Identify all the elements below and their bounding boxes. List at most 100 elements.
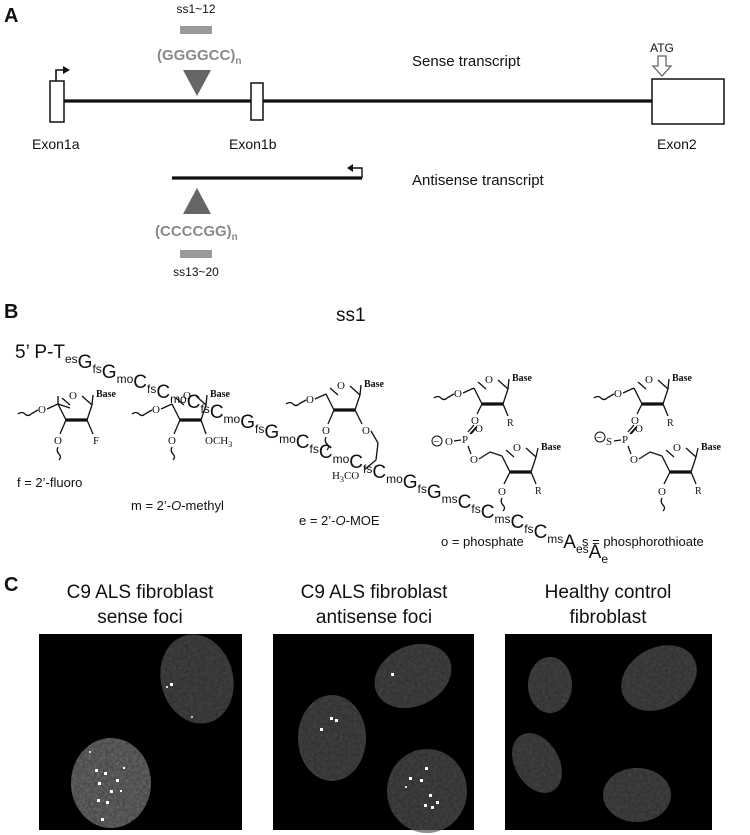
svg-text:O: O — [69, 390, 77, 402]
image-3-title-line2: fibroblast — [569, 607, 647, 628]
rna-focus — [97, 799, 100, 802]
image-2-title-line2: antisense foci — [316, 607, 432, 628]
exon1b-box — [250, 82, 264, 121]
svg-text:O: O — [322, 425, 330, 437]
svg-text:O: O — [454, 388, 462, 400]
svg-text:Base: Base — [701, 442, 722, 453]
rna-focus — [98, 782, 101, 785]
svg-text:−: − — [596, 432, 602, 444]
svg-text:O: O — [152, 404, 160, 416]
image-1-title-line2: sense foci — [97, 607, 183, 628]
panel-a: A ss1~12 (GGGGCC)n Sense transcript ATG … — [4, 2, 725, 279]
sense-repeat-label: (GGGGCC)n — [157, 47, 241, 67]
sequence-base: G — [403, 472, 418, 493]
svg-text:Base: Base — [96, 389, 117, 400]
exon2-box — [651, 78, 725, 125]
antisense-transcript-label: Antisense transcript — [412, 172, 545, 189]
svg-text:OCH3: OCH3 — [205, 435, 232, 449]
svg-text:H3CO: H3CO — [332, 470, 359, 484]
rna-focus — [120, 790, 122, 792]
image-2-title-line1: C9 ALS fibroblast — [301, 582, 449, 603]
sequence-base: C — [481, 502, 495, 523]
rna-focus — [106, 801, 109, 804]
sequence-base: T — [53, 342, 65, 363]
atg-down-arrow-icon — [651, 55, 673, 77]
sequence-modification: ms — [547, 532, 563, 546]
image-3-title-line1: Healthy control — [545, 582, 672, 603]
svg-text:O: O — [645, 374, 653, 386]
oligo-sequence: 5’ P-TesGfsGmoCfsCmoCfsCmoGfsGmoCfsCmoCf… — [15, 342, 608, 566]
svg-text:O: O — [475, 423, 483, 435]
antisense-repeat-label: (CCCCGG)n — [155, 223, 238, 243]
svg-text:O: O — [471, 415, 479, 427]
antisense-oligo-marker — [180, 250, 212, 258]
sequence-base: C — [133, 372, 147, 393]
panel-b: B ss1 5’ P-TesGfsGmoCfsCmoCfsCmoGfsGmoCf… — [4, 301, 722, 566]
svg-text:Base: Base — [672, 373, 693, 384]
sequence-base: C — [510, 512, 524, 533]
svg-text:R: R — [695, 486, 702, 497]
sequence-base: G — [427, 482, 442, 503]
svg-text:P: P — [462, 434, 468, 446]
rna-focus — [431, 806, 434, 809]
sequence-modification: es — [576, 542, 589, 556]
sequence-modification: fs — [147, 382, 156, 396]
rna-focus — [101, 818, 104, 821]
legend-methyl: m = 2’-O-methyl — [131, 498, 224, 513]
sequence-modification: fs — [418, 482, 427, 496]
atg-label: ATG — [650, 41, 674, 55]
rna-focus — [89, 751, 91, 753]
rna-focus — [110, 790, 113, 793]
panel-c: C C9 ALS fibroblast sense foci C9 ALS fi… — [4, 574, 712, 833]
rna-focus — [166, 686, 168, 688]
legend-phosphate: o = phosphate — [441, 534, 524, 549]
svg-text:Base: Base — [210, 389, 231, 400]
svg-text:O: O — [614, 388, 622, 400]
rna-focus — [335, 719, 338, 722]
sequence-base: C — [296, 432, 310, 453]
legend-moe: e = 2’-O-MOE — [299, 513, 380, 528]
svg-text:O: O — [337, 380, 345, 392]
panel-a-label: A — [4, 5, 18, 27]
fluoro-sugar-structure: O O Base O F — [17, 389, 117, 461]
sequence-base: G — [264, 422, 279, 443]
svg-text:O: O — [54, 435, 62, 447]
sense-oligo-marker — [180, 26, 212, 34]
svg-text:O: O — [485, 374, 493, 386]
svg-text:O: O — [630, 454, 638, 466]
panel-c-label: C — [4, 574, 18, 596]
rna-focus — [424, 804, 427, 807]
rna-focus — [116, 779, 119, 782]
sequence-base: G — [102, 362, 117, 383]
sequence-modification: mo — [333, 452, 350, 466]
svg-text:Base: Base — [364, 379, 385, 390]
sequence-modification: fs — [92, 362, 101, 376]
rna-focus — [425, 767, 428, 770]
sequence-base: C — [349, 452, 363, 473]
svg-text:O: O — [470, 454, 478, 466]
svg-text:O: O — [38, 404, 46, 416]
tss-arrow-icon — [55, 69, 64, 81]
rna-focus — [405, 786, 407, 788]
sequence-base: C — [372, 462, 386, 483]
sequence-modification: mo — [386, 472, 403, 486]
exon1b-label: Exon1b — [229, 136, 277, 152]
sense-transcript-label: Sense transcript — [412, 53, 521, 70]
rna-focus — [330, 717, 333, 720]
rna-focus — [191, 716, 193, 718]
svg-text:R: R — [535, 486, 542, 497]
phosphate-linkage-structure: O O Base R O P O O − O — [431, 373, 562, 512]
sequence-modification: ms — [494, 512, 510, 526]
svg-text:O: O — [631, 415, 639, 427]
svg-text:O: O — [673, 442, 681, 454]
rna-focus — [104, 772, 107, 775]
sequence-modification: mo — [279, 432, 296, 446]
svg-text:Base: Base — [512, 373, 533, 384]
exon1a-box — [49, 80, 65, 123]
moe-sugar-structure: O O Base O O H3CO — [285, 379, 385, 484]
sequence-modification: mo — [170, 392, 187, 406]
rna-focus — [123, 767, 125, 769]
micrograph-antisense-foci — [273, 634, 474, 833]
oligo-title: ss1 — [336, 305, 366, 326]
panel-b-label: B — [4, 301, 18, 323]
